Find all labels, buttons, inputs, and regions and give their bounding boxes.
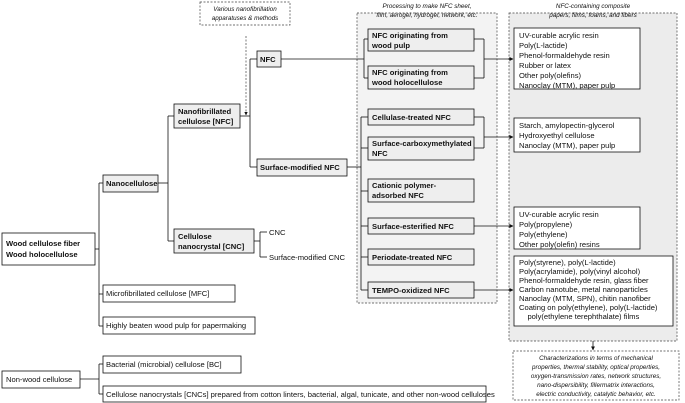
composite-item: Phenol-formaldehyde resin — [519, 51, 610, 60]
surface-modified-nfc-box — [256, 158, 348, 177]
composite-item: UV-curable acrylic resin — [519, 210, 599, 219]
composite-item: Coating on poly(ethylene), poly(L-lactid… — [519, 303, 658, 312]
apparatus-note-line1: Various nanofibrillation — [213, 6, 277, 13]
mfc-label: Microfibrillated cellulose [MFC] — [106, 289, 209, 298]
composite-item: Poly(acrylamide), poly(vinyl alcohol) — [519, 267, 641, 276]
nfc-type-label: NFC originating from — [372, 68, 448, 77]
composite-item: poly(ethylene terephthalate) films — [519, 312, 639, 321]
beaten-pulp-label: Highly beaten wood pulp for papermaking — [106, 321, 246, 330]
composite-item: Hydroxyethyl cellulose — [519, 131, 595, 140]
processing-header-line1: Processing to make NFC sheet, — [383, 3, 472, 10]
beaten-pulp-box — [102, 316, 256, 335]
non-wood-label: Non-wood cellulose — [6, 375, 72, 384]
nanocellulose-box — [102, 174, 159, 193]
cnc-node-line1: Cellulose — [178, 232, 212, 241]
composite-item: Nanoclay (MTM, SPN), chitin nanofiber — [519, 294, 651, 303]
nfc-type-box — [367, 248, 475, 266]
nfc-type-label: wood pulp — [371, 41, 410, 50]
nfc-type-label: Cellulase-treated NFC — [372, 113, 451, 122]
nanocellulose-label: Nanocellulose — [106, 179, 157, 188]
composite-group-box — [513, 27, 641, 90]
nfc-type-box — [367, 108, 475, 126]
composite-item: Poly(styrene), poly(L-lactide) — [519, 258, 616, 267]
composite-group-box — [513, 117, 641, 153]
surface-modified-nfc-label: Surface-modified NFC — [260, 163, 340, 172]
composite-item: Rubber or latex — [519, 61, 571, 70]
composite-group-box — [513, 206, 641, 250]
nfc-type-box — [367, 28, 475, 52]
non-wood-box — [1, 370, 81, 389]
nfc-type-label: NFC — [372, 149, 388, 158]
composite-item: Phenol-formaldehyde resin, glass fiber — [519, 276, 649, 285]
nfc-type-box — [367, 65, 475, 90]
surface-modified-cnc-label: Surface-modified CNC — [269, 253, 345, 262]
nfc-type-label: adsorbed NFC — [372, 191, 424, 200]
nfc-short-box — [256, 50, 282, 68]
characterization-line: oxygen-transmission rates, network struc… — [531, 373, 661, 380]
nfc-type-label: wood holocellulose — [371, 78, 442, 87]
composite-item: Poly(ethylene) — [519, 230, 568, 239]
composite-item: Carbon nanotube, metal nanoparticles — [519, 285, 648, 294]
composite-item: Other poly(olefin) resins — [519, 240, 600, 249]
nfc-type-box — [367, 281, 475, 299]
cnc-sources-label: Cellulose nanocrystals [CNCs] prepared f… — [106, 390, 495, 399]
nfc-type-label: Surface-carboxymethylated — [372, 139, 472, 148]
characterization-line: properties, thermal stability, optical p… — [531, 364, 660, 371]
processing-header-line2: film, aerogel, hydrogel, network, etc. — [376, 12, 477, 19]
root-box — [1, 232, 96, 266]
composite-item: Nanoclay (MTM), paper pulp — [519, 141, 615, 150]
characterization-box — [512, 350, 680, 401]
nfc-type-label: Surface-esterified NFC — [372, 222, 454, 231]
cnc-node-box — [173, 228, 255, 254]
composite-item: Poly(propylene) — [519, 220, 573, 229]
bc-box — [102, 355, 242, 374]
characterization-line: nano-dispersibility, fillermatrix intera… — [537, 382, 655, 389]
nfc-short-label: NFC — [260, 55, 276, 64]
composite-item: Nanoclay (MTM), paper pulp — [519, 81, 615, 90]
nfc-type-label: NFC originating from — [372, 31, 448, 40]
apparatus-note-box — [199, 1, 291, 26]
nfc-node-line1: Nanofibrillated — [178, 107, 232, 116]
nfc-type-label: TEMPO-oxidized NFC — [372, 286, 450, 295]
apparatus-note-line2: apparatuses & methods — [212, 15, 279, 22]
cnc-sources-box — [102, 385, 487, 403]
characterization-line: Characterizations in terms of mechanical — [539, 355, 653, 362]
composite-header-line2: papers, films, foams, and fibers — [548, 12, 637, 19]
composite-item: UV-curable acrylic resin — [519, 31, 599, 40]
composite-group-box — [513, 255, 674, 327]
composite-item: Poly(L-lactide) — [519, 41, 568, 50]
mfc-box — [102, 284, 236, 303]
cnc-label: CNC — [269, 228, 286, 237]
nfc-type-box — [367, 136, 475, 161]
cnc-node-line2: nanocrystal [CNC] — [178, 242, 245, 251]
composite-header-line1: NFC-containing composite — [556, 3, 631, 10]
root-line2: Wood holocellulose — [6, 250, 78, 259]
nfc-type-box — [367, 178, 475, 203]
characterization-line: electric conductivity, catalytic behavio… — [536, 391, 656, 398]
nfc-node-box — [173, 103, 241, 129]
composite-item: Other poly(olefins) — [519, 71, 582, 80]
composite-item: Starch, amylopectin-glycerol — [519, 121, 615, 130]
bc-label: Bacterial (microbial) cellulose [BC] — [106, 360, 222, 369]
root-line1: Wood cellulose fiber — [6, 239, 80, 248]
nfc-type-label: Cationic polymer- — [372, 181, 437, 190]
nfc-type-box — [367, 217, 475, 235]
nfc-type-label: Periodate-treated NFC — [372, 253, 453, 262]
nfc-node-line2: cellulose [NFC] — [178, 117, 234, 126]
